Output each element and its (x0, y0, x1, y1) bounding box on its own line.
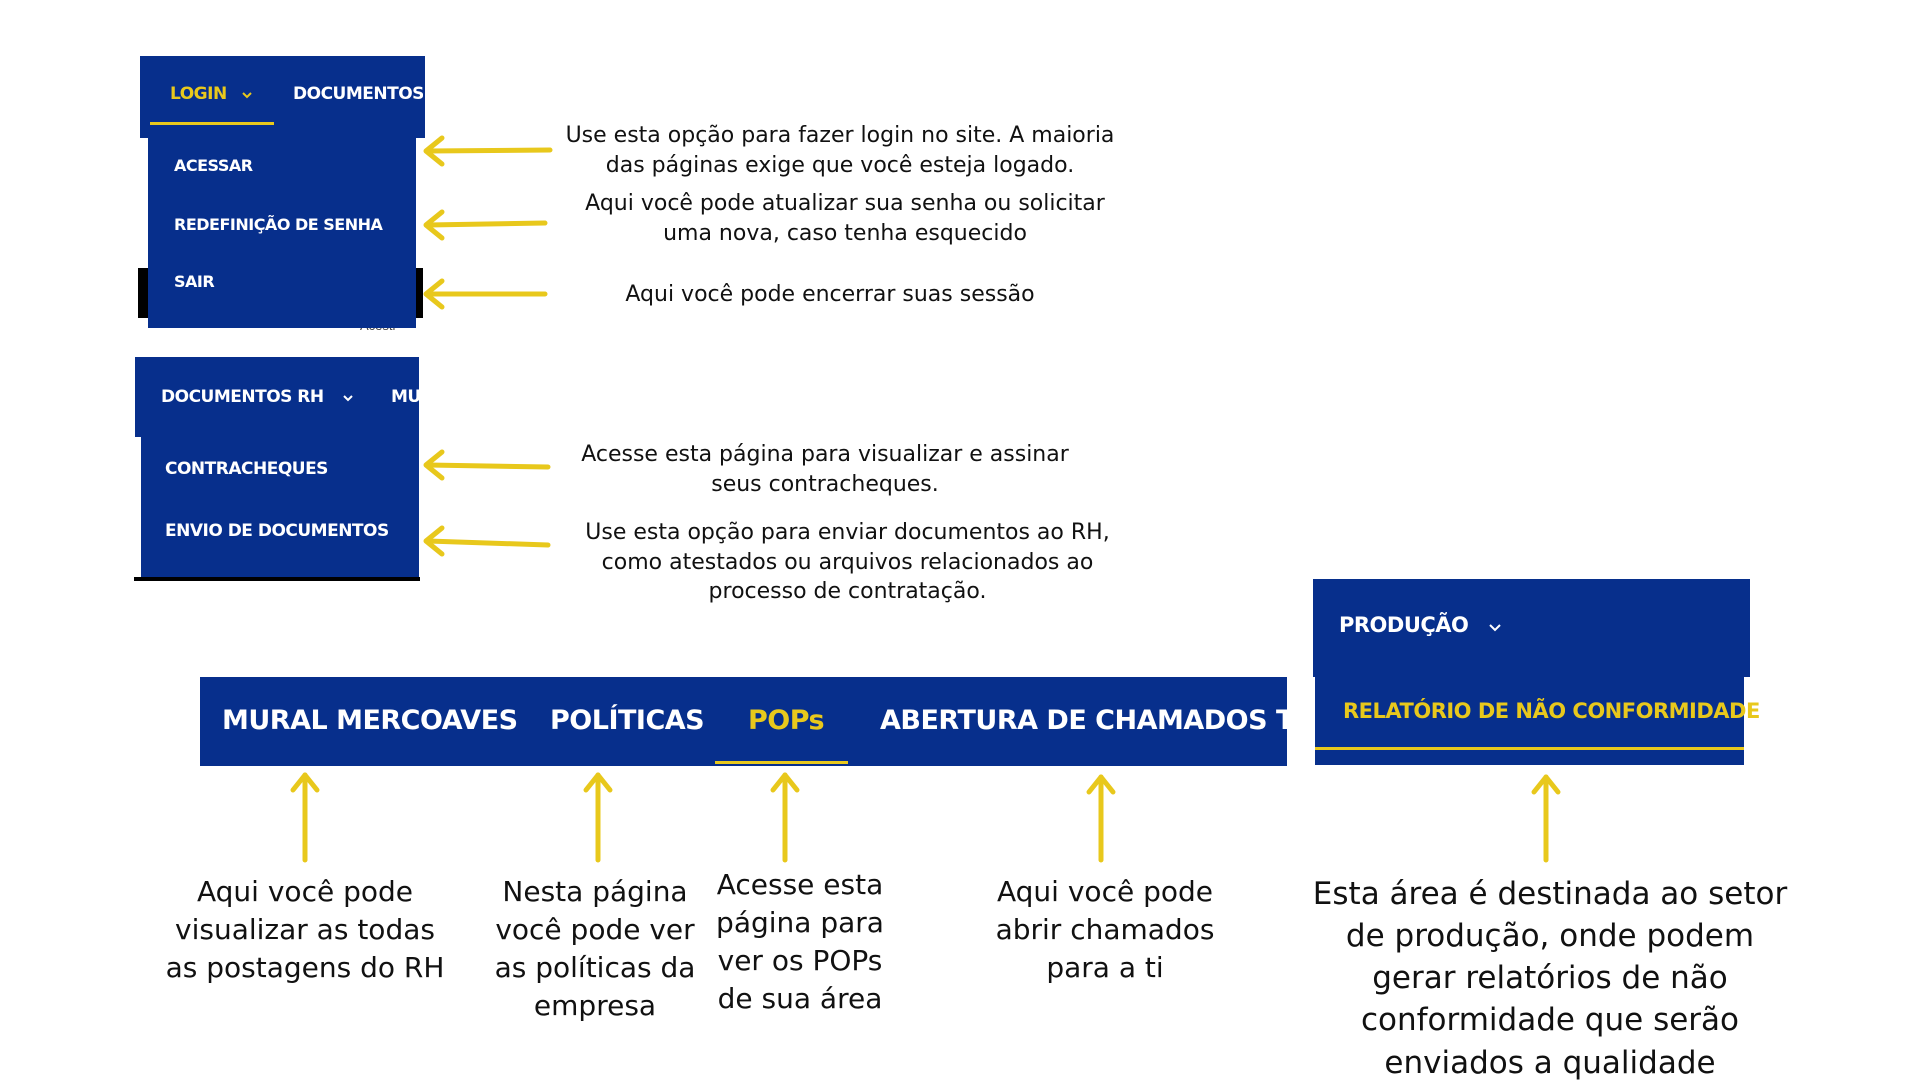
arrow-icon (1531, 774, 1561, 863)
arrow-icon (423, 135, 553, 167)
tab-documentos[interactable]: DOCUMENTOS F (293, 84, 423, 104)
arrow-icon (1086, 774, 1116, 863)
nav-item-mural-mercoaves[interactable]: MURAL MERCOAVES (222, 705, 518, 736)
login-navbar: LOGIN DOCUMENTOS F (140, 56, 425, 138)
annotation-pops: Acesse esta página para ver os POPs de s… (716, 868, 884, 1016)
tab-login-label: LOGIN (170, 84, 227, 104)
menu-item-sair[interactable]: SAIR (174, 272, 215, 291)
documentos-dropdown: CONTRACHEQUES ENVIO DE DOCUMENTOS (141, 437, 419, 579)
menu-item-redefinicao-senha[interactable]: REDEFINIÇÃO DE SENHA (174, 215, 383, 234)
chevron-down-icon (1489, 613, 1501, 637)
annotation-politicas: Nesta página você pode ver as políticas … (494, 875, 696, 1023)
tab-producao-label: PRODUÇÃO (1339, 613, 1469, 637)
arrow-icon (423, 278, 548, 310)
tab-documentos-rh[interactable]: DOCUMENTOS RH (161, 387, 353, 407)
documentos-navbar: DOCUMENTOS RH MU (135, 357, 419, 437)
annotation-producao: Esta área é destinada ao setor de produç… (1312, 876, 1788, 1081)
producao-dropdown: RELATÓRIO DE NÃO CONFORMIDADE (1315, 677, 1760, 765)
arrow-icon (423, 525, 551, 557)
arrow-icon (770, 772, 800, 863)
annotation-contracheques: Acesse esta página para visualizar e ass… (581, 442, 1069, 497)
nav-item-politicas[interactable]: POLÍTICAS (550, 705, 705, 736)
tab-mural[interactable]: MU (391, 387, 419, 407)
login-dropdown: ACESSAR REDEFINIÇÃO DE SENHA SAIR (148, 138, 416, 328)
main-navbar: MURAL MERCOAVES POLÍTICAS POPs ABERTURA … (200, 677, 1304, 766)
nav-item-pops[interactable]: POPs (748, 705, 825, 736)
arrow-icon (423, 449, 551, 481)
annotation-mural: Aqui você pode visualizar as todas as po… (165, 875, 445, 985)
active-tab-underline (150, 122, 274, 125)
arrow-icon (583, 772, 613, 863)
annotation-redefinicao-senha: Aqui você pode atualizar sua senha ou so… (585, 191, 1105, 246)
menu-item-contracheques[interactable]: CONTRACHEQUES (165, 459, 328, 479)
tab-documentos-rh-label: DOCUMENTOS RH (161, 387, 324, 407)
tab-producao[interactable]: PRODUÇÃO (1339, 613, 1501, 637)
active-tab-underline (715, 761, 848, 764)
annotation-chamados: Aqui você pode abrir chamados para a ti (995, 875, 1215, 985)
chevron-down-icon (343, 387, 353, 407)
arrow-icon (290, 772, 320, 863)
annotation-sair: Aqui você pode encerrar suas sessão (625, 282, 1035, 307)
active-item-underline (1315, 747, 1744, 750)
chevron-down-icon (242, 84, 252, 104)
annotation-acessar: Use esta opção para fazer login no site.… (565, 123, 1115, 178)
arrow-icon (423, 209, 548, 241)
menu-item-acessar[interactable]: ACESSAR (174, 156, 253, 175)
background-fragment (134, 577, 420, 581)
menu-item-envio-documentos[interactable]: ENVIO DE DOCUMENTOS (165, 521, 389, 541)
annotation-envio-documentos: Use esta opção para enviar documentos ao… (585, 520, 1110, 605)
nav-item-abertura-chamados-ti[interactable]: ABERTURA DE CHAMADOS TI (880, 705, 1304, 736)
tab-login[interactable]: LOGIN (170, 84, 252, 104)
menu-item-relatorio-nao-conformidade[interactable]: RELATÓRIO DE NÃO CONFORMIDADE (1343, 699, 1760, 723)
producao-navbar: PRODUÇÃO (1313, 579, 1750, 677)
